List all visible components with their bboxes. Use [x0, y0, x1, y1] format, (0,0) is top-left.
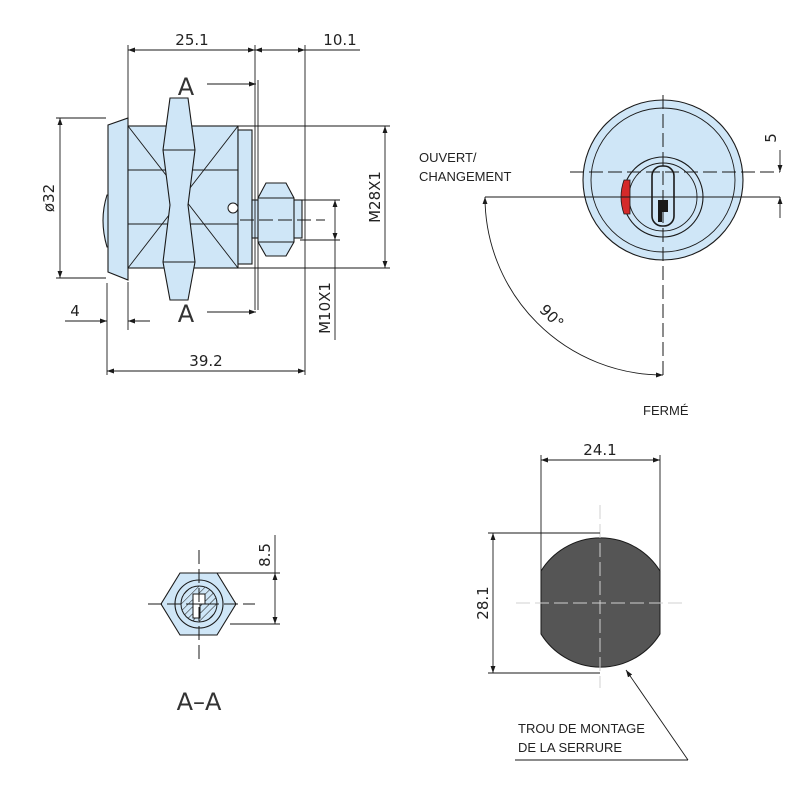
pin-hole	[227, 202, 239, 214]
section-title: A–A	[177, 688, 222, 716]
dim-top-right: 10.1	[323, 31, 356, 49]
section-marker-bottom: A	[178, 300, 195, 328]
label-closed: FERMÉ	[643, 403, 689, 418]
label-mounting-hole-2: DE LA SERRURE	[518, 740, 622, 755]
dim-hole-width: 24.1	[583, 441, 616, 459]
dim-hole-height: 28.1	[474, 586, 492, 619]
dim-section-height: 8.5	[256, 543, 274, 567]
front-flange	[107, 117, 129, 281]
rear-collar	[237, 129, 253, 265]
dim-rotation: 90°	[536, 301, 568, 333]
front-view: 90° 5 OUVERT/ CHANGEMENT FERMÉ	[419, 95, 783, 418]
section-a-a: 8.5 A–A	[148, 535, 280, 716]
section-marker-top: A	[178, 73, 195, 101]
dim-thread-shaft: M10X1	[316, 282, 334, 334]
label-open-change-1: OUVERT/	[419, 150, 477, 165]
dim-top-length: 25.1	[175, 31, 208, 49]
label-mounting-hole-1: TROU DE MONTAGE	[518, 721, 645, 736]
dim-key-offset: 5	[762, 133, 780, 143]
side-view: 25.1 10.1 ø32 M28X1 M10X1 4 39.2 A A	[40, 31, 390, 375]
mounting-hole-view: 24.1 28.1 TROU DE MONTAGE DE LA SERRURE	[474, 441, 689, 761]
dim-diameter: ø32	[40, 184, 58, 212]
dim-thread-body: M28X1	[366, 171, 384, 223]
dim-overall-length: 39.2	[189, 352, 222, 370]
rotation-arc	[482, 196, 664, 378]
dim-flange: 4	[70, 302, 80, 320]
hex-nut	[162, 97, 196, 301]
label-open-change-2: CHANGEMENT	[419, 169, 512, 184]
